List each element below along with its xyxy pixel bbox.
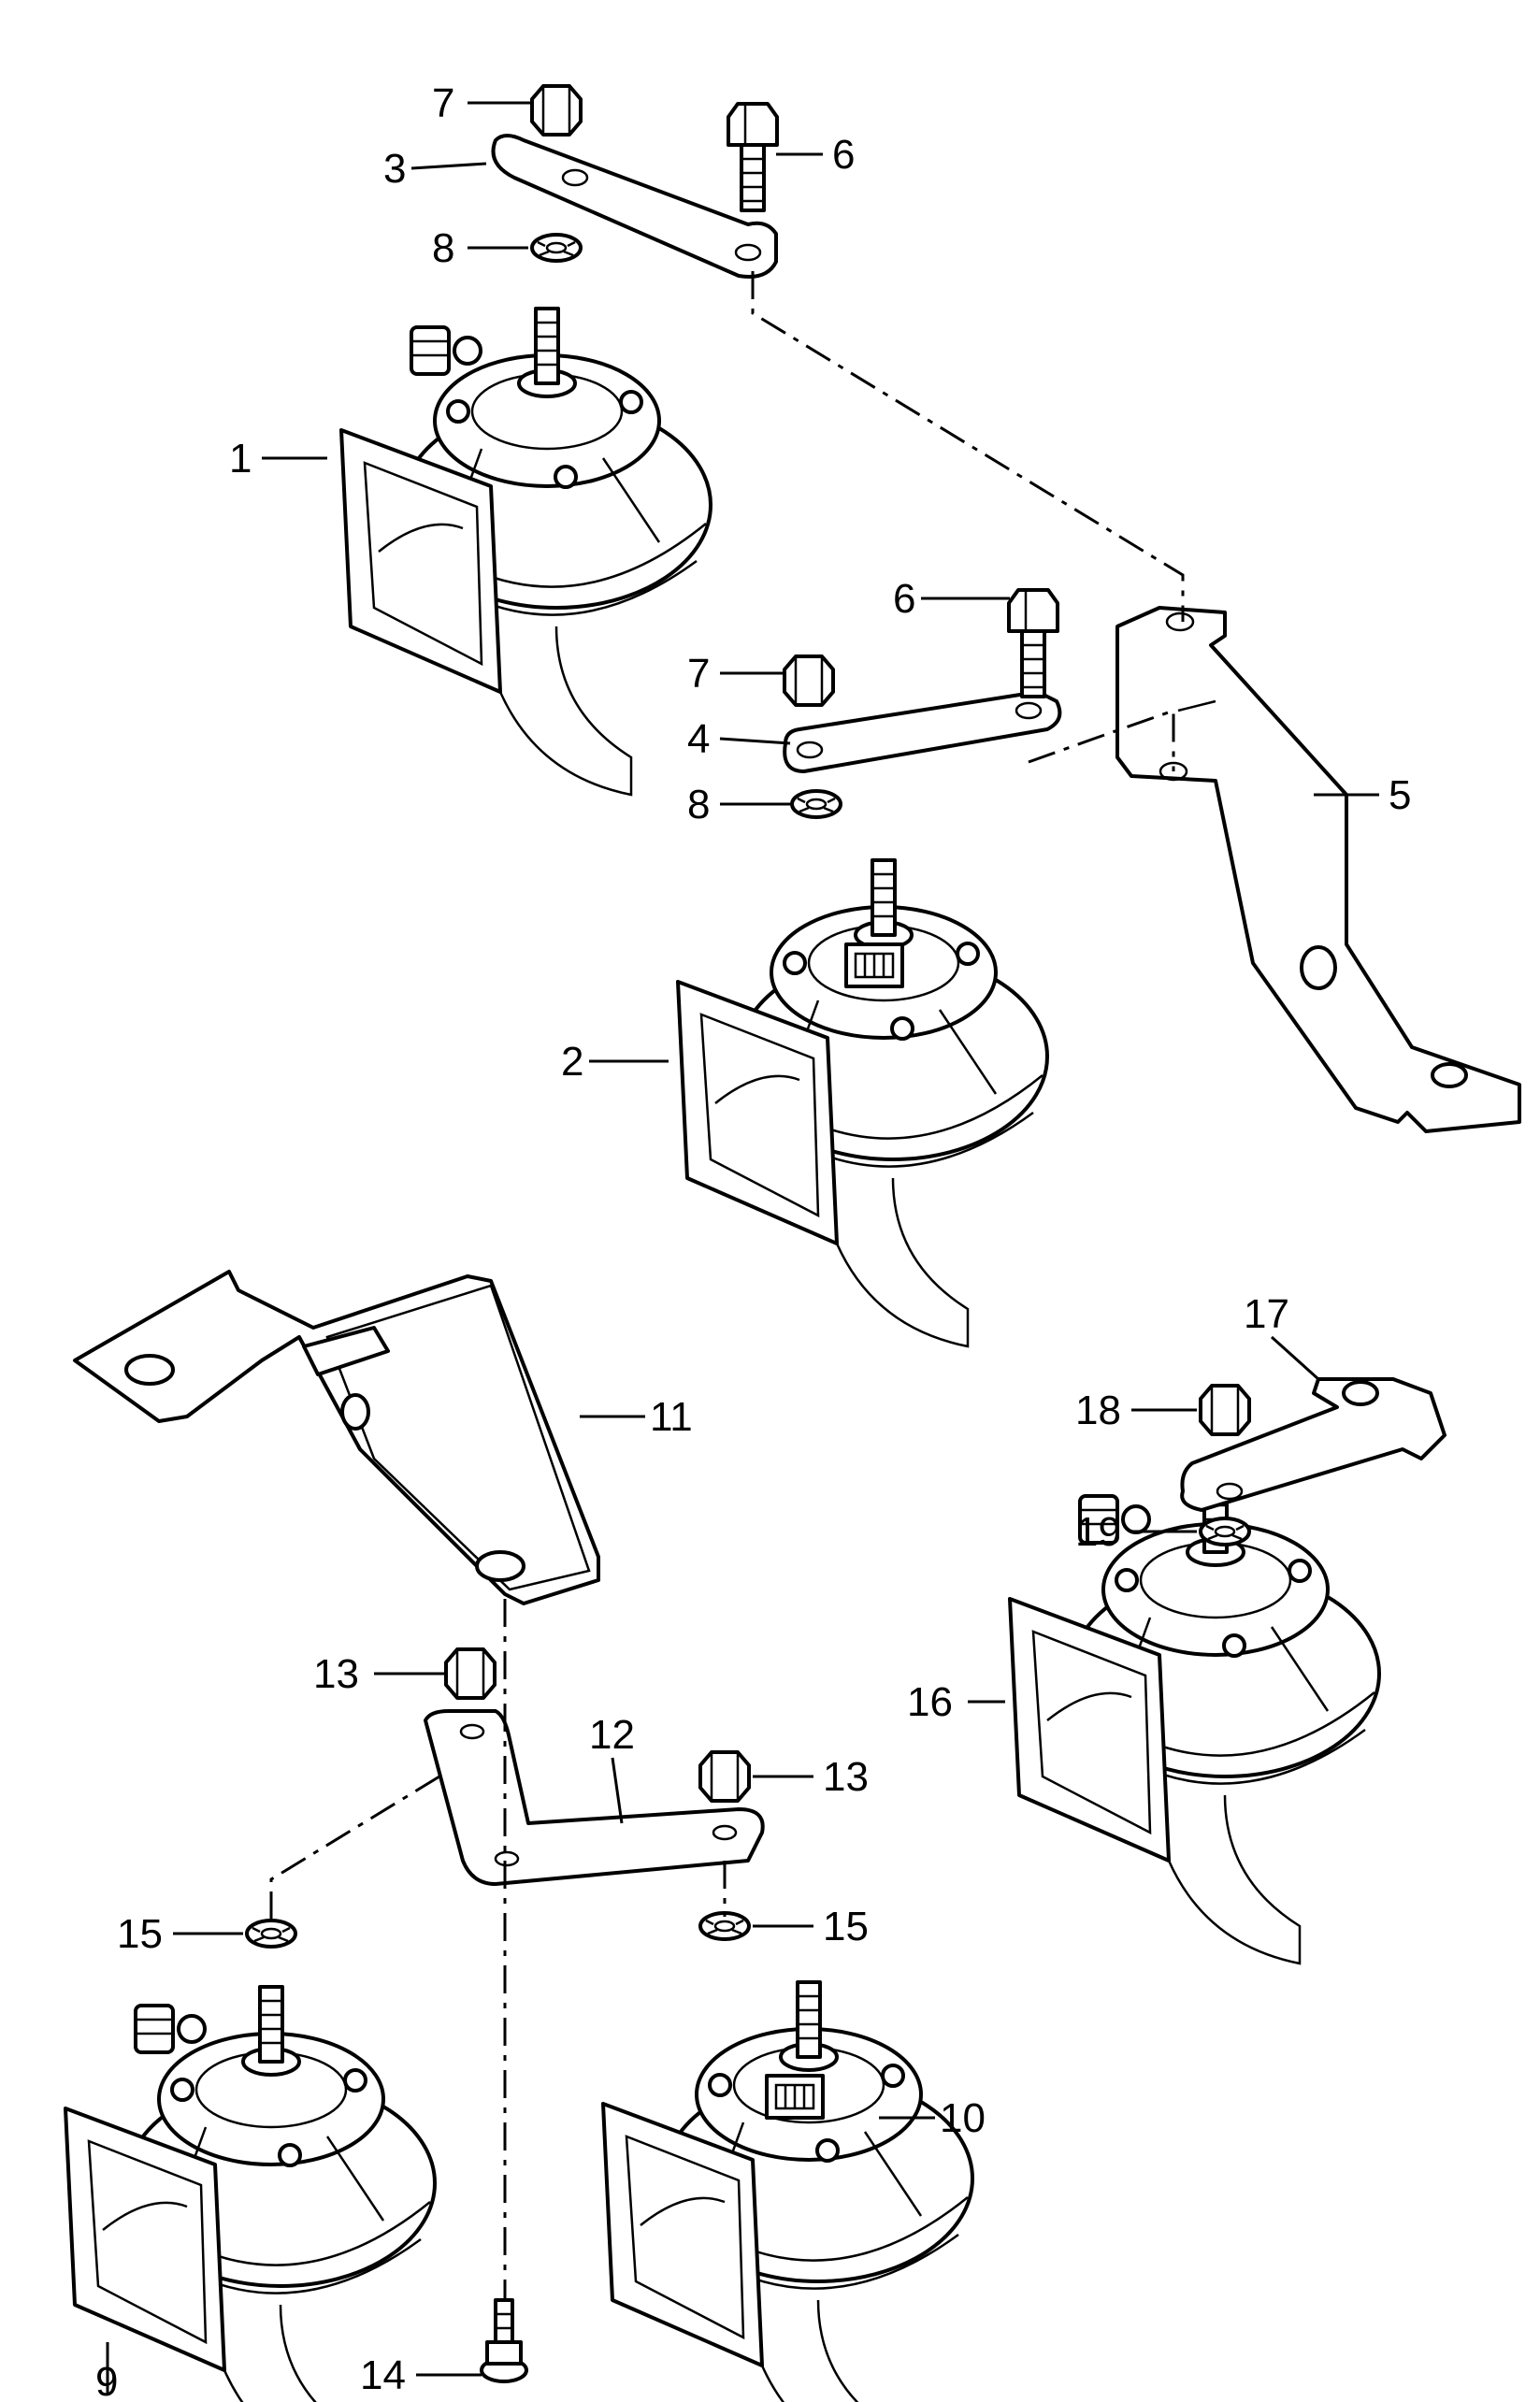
callout-8-mid: 8 — [687, 782, 710, 827]
horn-part-2 — [676, 858, 1049, 1348]
horn-part-16 — [1008, 1475, 1381, 1965]
callout-8-top: 8 — [432, 225, 454, 271]
callout-12: 12 — [589, 1712, 635, 1758]
horn-part-10 — [601, 1980, 974, 2402]
callout-7-top: 7 — [432, 80, 454, 126]
callout-7-mid: 7 — [687, 651, 710, 697]
bracket-part-5 — [1115, 606, 1521, 1133]
nut-part-13-right — [698, 1750, 751, 1803]
bolt-part-6-mid — [1007, 588, 1059, 698]
callout-10: 10 — [940, 2095, 986, 2141]
callout-labels: 7 3 8 6 1 6 7 4 8 5 2 11 17 18 19 16 13 … — [95, 80, 1411, 2402]
washer-part-15-left — [245, 1919, 297, 1949]
callout-15-right: 15 — [823, 1904, 869, 1949]
washer-part-19 — [1199, 1517, 1251, 1546]
callout-9-label: 9 — [95, 2359, 118, 2402]
horn-part-9 — [64, 1985, 437, 2402]
callout-17: 17 — [1244, 1291, 1289, 1337]
callout-2: 2 — [561, 1039, 583, 1085]
callout-16: 16 — [907, 1679, 953, 1725]
callout-1: 1 — [229, 436, 252, 482]
callout-13-left: 13 — [313, 1651, 359, 1697]
nut-part-13-left — [444, 1647, 497, 1700]
bolt-part-14 — [480, 2298, 528, 2383]
callout-18: 18 — [1075, 1388, 1121, 1433]
horn-part-1 — [339, 307, 712, 797]
washer-part-8-mid — [790, 789, 842, 819]
strap-part-4 — [783, 690, 1062, 773]
callout-6-mid: 6 — [893, 576, 915, 622]
strap-part-12 — [424, 1709, 765, 1886]
callout-14: 14 — [360, 2352, 406, 2398]
bolt-part-6-top — [727, 102, 779, 212]
strap-part-17 — [1180, 1377, 1446, 1512]
callout-19: 19 — [1075, 1509, 1121, 1555]
callout-4: 4 — [687, 716, 710, 762]
callout-6-top: 6 — [832, 132, 855, 178]
nut-part-7-top — [530, 84, 583, 137]
callout-3: 3 — [383, 146, 406, 192]
callout-5: 5 — [1389, 772, 1411, 818]
callout-11: 11 — [650, 1394, 693, 1440]
callout-15-left: 15 — [117, 1911, 163, 1957]
nut-part-7-mid — [783, 654, 835, 707]
callout-13-right: 13 — [823, 1754, 869, 1800]
washer-part-15-right — [698, 1911, 751, 1941]
strap-part-3 — [491, 134, 778, 279]
bracket-part-11 — [73, 1270, 600, 1605]
nut-part-18 — [1199, 1384, 1251, 1436]
leader-lines — [106, 101, 1379, 2394]
washer-part-8-top — [530, 233, 583, 263]
